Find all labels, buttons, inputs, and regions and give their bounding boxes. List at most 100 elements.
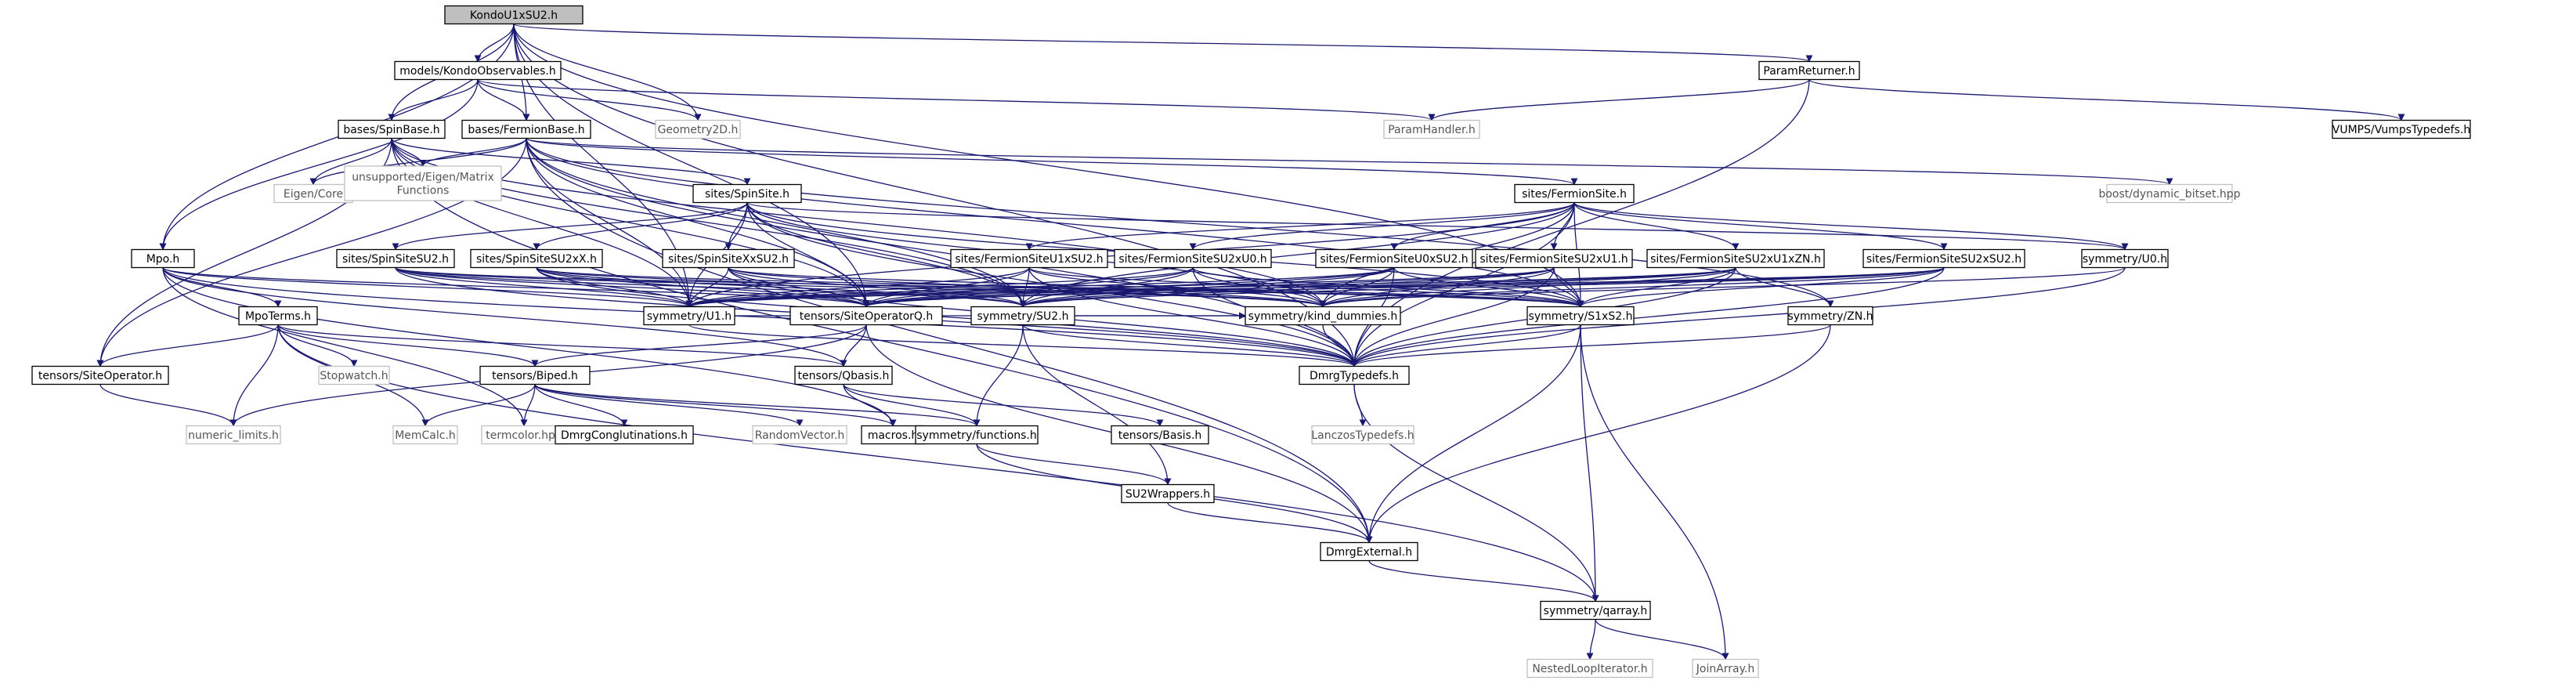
node-functions[interactable]: symmetry/functions.h bbox=[915, 425, 1039, 445]
node-box bbox=[2332, 119, 2471, 139]
node-label: ParamHandler.h bbox=[1388, 124, 1476, 136]
node-label: sites/SpinSite.h bbox=[705, 188, 789, 201]
node-label: VUMPS/VumpsTypedefs.h bbox=[2332, 124, 2470, 136]
edge-mpoterms-to-stopwatch bbox=[277, 324, 358, 367]
node-label: symmetry/SU2.h bbox=[977, 310, 1068, 323]
node-box bbox=[1299, 365, 1410, 385]
node-fssu2u1zn[interactable]: sites/FermionSiteSU2xU1xZN.h bbox=[1646, 248, 1825, 269]
edge-mpo-to-u1 bbox=[162, 266, 693, 308]
edge-fssu2u1-to-u1 bbox=[685, 266, 1555, 308]
node-sssu2xx[interactable]: sites/SpinSiteSU2xX.h bbox=[470, 248, 603, 269]
edge-spinsite-to-u0 bbox=[746, 201, 2129, 251]
node-siteop[interactable]: tensors/SiteOperator.h bbox=[31, 365, 169, 385]
edge-mpo-to-siteopq bbox=[162, 266, 870, 308]
node-box bbox=[338, 119, 446, 139]
node-vumps[interactable]: VUMPS/VumpsTypedefs.h bbox=[2332, 119, 2471, 139]
node-zn[interactable]: symmetry/ZN.h bbox=[1787, 306, 1873, 326]
node-dmrgtd[interactable]: DmrgTypedefs.h bbox=[1299, 365, 1410, 385]
edge-mpoterms-to-qbasis bbox=[277, 324, 847, 367]
node-label: Mpo.h bbox=[146, 253, 180, 266]
node-qarray[interactable]: symmetry/qarray.h bbox=[1540, 600, 1651, 621]
node-mpoterms[interactable]: MpoTerms.h bbox=[238, 306, 318, 326]
node-box bbox=[392, 425, 458, 445]
node-box bbox=[1383, 119, 1480, 139]
node-label: sites/SpinSiteSU2.h bbox=[342, 253, 449, 266]
node-macros[interactable]: macros.h bbox=[861, 425, 925, 445]
node-fssu2u0[interactable]: sites/FermionSiteSU2xU0.h bbox=[1114, 248, 1272, 269]
node-box bbox=[752, 425, 847, 445]
edge-root-to-kobs bbox=[474, 24, 515, 63]
edge-u0-to-dmrgtd bbox=[1350, 267, 2126, 367]
node-s1xs2[interactable]: symmetry/S1xS2.h bbox=[1526, 306, 1635, 326]
node-randvec: RandomVector.h bbox=[752, 425, 847, 445]
node-u0[interactable]: symmetry/U0.h bbox=[2081, 248, 2169, 269]
edge-fssu2su2-to-siteopq bbox=[862, 266, 1945, 308]
node-biped[interactable]: tensors/Biped.h bbox=[479, 365, 591, 385]
edge-fsu1su2-to-dmrgtd bbox=[1028, 267, 1358, 367]
node-qbasis[interactable]: tensors/Qbasis.h bbox=[794, 365, 893, 385]
node-label: MpoTerms.h bbox=[245, 310, 311, 323]
node-su2wrap[interactable]: SU2Wrappers.h bbox=[1121, 483, 1215, 504]
node-fsu1su2[interactable]: sites/FermionSiteU1xSU2.h bbox=[950, 248, 1108, 269]
edge-u0-to-kind bbox=[1319, 266, 2126, 308]
edge-fermbase-to-bitset bbox=[526, 137, 2173, 186]
edge-paramret-to-paramh bbox=[1428, 78, 1810, 121]
edge-qbasis-to-macros bbox=[843, 384, 897, 427]
edge-kobs-to-spinbase bbox=[388, 79, 479, 121]
node-label: tensors/SiteOperatorQ.h bbox=[800, 310, 934, 323]
node-box bbox=[794, 365, 893, 385]
node-memcalc: MemCalc.h bbox=[392, 425, 458, 445]
node-fermsite[interactable]: sites/FermionSite.h bbox=[1514, 183, 1635, 204]
node-label: sites/FermionSiteSU2xU1.h bbox=[1479, 253, 1628, 266]
edge-mpo-to-dmrgtd bbox=[162, 267, 1358, 367]
node-kobs[interactable]: models/KondoObservables.h bbox=[394, 60, 562, 81]
node-spinsite[interactable]: sites/SpinSite.h bbox=[692, 183, 802, 204]
node-box bbox=[1475, 248, 1633, 269]
node-label: sites/FermionSiteSU2xU0.h bbox=[1118, 253, 1266, 266]
node-su2[interactable]: symmetry/SU2.h bbox=[970, 306, 1075, 326]
edge-fssu2su2-to-s1xs2 bbox=[1577, 266, 1945, 308]
node-fermbase[interactable]: bases/FermionBase.h bbox=[461, 119, 591, 139]
edge-mpo-to-macros bbox=[162, 267, 897, 427]
node-box bbox=[1245, 306, 1401, 326]
node-label: MemCalc.h bbox=[395, 429, 456, 442]
node-bitset: boost/dynamic_bitset.hpp bbox=[2098, 183, 2241, 204]
node-label: symmetry/kind_dummies.h bbox=[1248, 310, 1398, 323]
edge-fssu2u1zn-to-s1xs2 bbox=[1577, 267, 1736, 308]
edge-sssu2-to-siteopq bbox=[395, 266, 870, 308]
node-kind[interactable]: symmetry/kind_dummies.h bbox=[1245, 306, 1401, 326]
node-label: boost/dynamic_bitset.hpp bbox=[2098, 188, 2240, 201]
node-sssu2[interactable]: sites/SpinSiteSU2.h bbox=[336, 248, 455, 269]
node-box bbox=[31, 365, 169, 385]
node-basis[interactable]: tensors/Basis.h bbox=[1111, 425, 1209, 445]
node-dmrgext[interactable]: DmrgExternal.h bbox=[1320, 541, 1418, 562]
edge-biped-to-macros bbox=[534, 383, 897, 427]
edge-biped-to-termcolor bbox=[520, 384, 536, 427]
node-u1[interactable]: symmetry/U1.h bbox=[643, 306, 735, 326]
node-fssu2u1[interactable]: sites/FermionSiteSU2xU1.h bbox=[1475, 248, 1633, 269]
node-box bbox=[970, 306, 1075, 326]
edge-spinsite-to-sssu2xx bbox=[533, 202, 748, 251]
node-mpo[interactable]: Mpo.h bbox=[131, 248, 195, 269]
node-fssu2su2[interactable]: sites/FermionSiteSU2xSU2.h bbox=[1862, 248, 2025, 269]
node-siteopq[interactable]: tensors/SiteOperatorQ.h bbox=[789, 306, 943, 326]
node-box bbox=[1692, 658, 1759, 679]
node-box bbox=[394, 60, 562, 81]
node-label: Functions bbox=[397, 185, 450, 197]
node-dmrgcong[interactable]: DmrgConglutinations.h bbox=[555, 425, 694, 445]
edge-mpoterms-to-numlim bbox=[229, 324, 279, 427]
node-paramret[interactable]: ParamReturner.h bbox=[1758, 60, 1860, 81]
node-ssxxsu2[interactable]: sites/SpinSiteXxSU2.h bbox=[662, 248, 795, 269]
node-root[interactable]: KondoU1xSU2.h bbox=[444, 5, 583, 25]
edge-fssu2su2-to-dmrgtd bbox=[1350, 267, 1945, 367]
node-spinbase[interactable]: bases/SpinBase.h bbox=[338, 119, 446, 139]
node-fsu0su2[interactable]: sites/FermionSiteU0xSU2.h bbox=[1315, 248, 1473, 269]
edge-su2-to-functions bbox=[973, 324, 1024, 427]
node-joinarray: JoinArray.h bbox=[1692, 658, 1759, 679]
node-box bbox=[643, 306, 735, 326]
node-box bbox=[1114, 248, 1272, 269]
edge-biped-to-memcalc bbox=[421, 384, 536, 427]
edges bbox=[96, 23, 2405, 660]
edge-fermsite-to-u0 bbox=[1573, 201, 2129, 251]
edge-qbasis-to-functions bbox=[843, 384, 981, 427]
